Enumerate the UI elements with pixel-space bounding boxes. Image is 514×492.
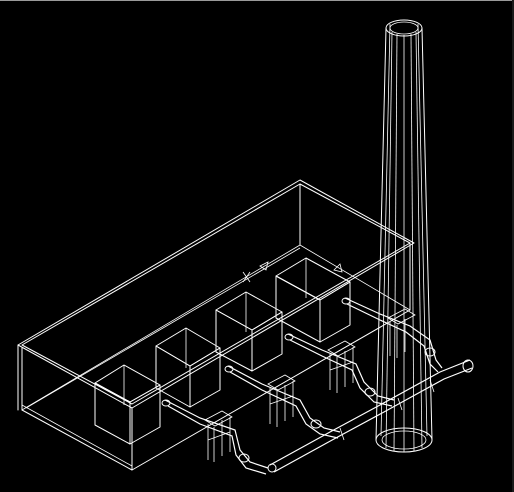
boiler-box-4[interactable] xyxy=(275,257,351,343)
support-frame[interactable] xyxy=(204,308,416,462)
boiler-box-2[interactable] xyxy=(155,327,221,408)
header-pipe[interactable] xyxy=(267,359,474,473)
viewport-top-border xyxy=(0,0,512,1)
chimney-stack[interactable] xyxy=(375,19,433,453)
ucs-axis-icon xyxy=(242,261,343,283)
boiler-box-1[interactable] xyxy=(94,364,161,445)
pipe-run[interactable] xyxy=(161,297,443,475)
boiler-box-3[interactable] xyxy=(215,291,283,372)
viewport-right-border xyxy=(512,0,514,492)
